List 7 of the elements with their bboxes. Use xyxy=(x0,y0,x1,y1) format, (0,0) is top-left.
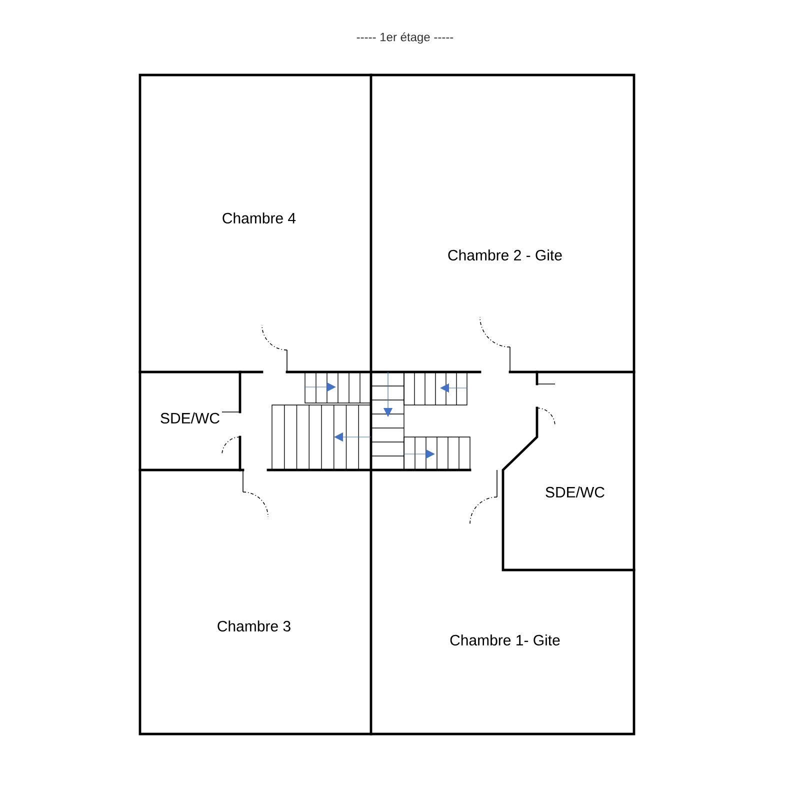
room-label: SDE/WC xyxy=(160,412,220,424)
title: ----- 1er étage ----- xyxy=(356,32,454,44)
room-label: Chambre 1- Gite xyxy=(450,634,560,646)
room-label: Chambre 2 - Gite xyxy=(448,250,562,260)
room-label: Chambre 4 xyxy=(222,212,296,224)
room-label: SDE/WC xyxy=(546,486,604,498)
room-label: Chambre 3 xyxy=(218,620,290,632)
